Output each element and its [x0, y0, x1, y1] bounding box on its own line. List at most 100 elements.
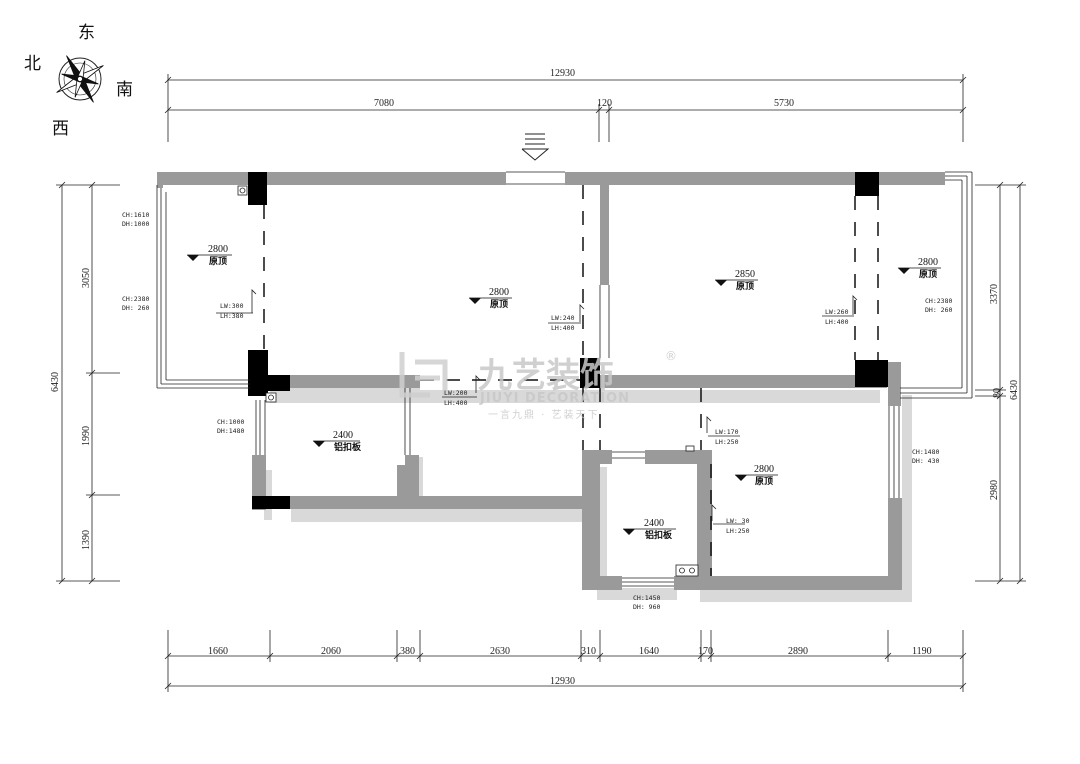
left-dimension-3: 1390 [81, 530, 92, 550]
bottom-total-dimension: 12930 [550, 676, 575, 687]
column [248, 350, 268, 396]
bathroom-wall-left [582, 450, 600, 590]
ceiling-height: 2850 [735, 269, 755, 280]
bottom-dimension-9: 1190 [912, 646, 932, 657]
compass-east-label: 东 [78, 23, 95, 43]
window-dh: DH: 430 [912, 457, 939, 465]
right-dimension-1: 3370 [989, 284, 1000, 304]
beam-arrow-icons [216, 289, 858, 525]
ceiling-marker: 2400 铝扣板 [313, 430, 362, 453]
beam-lw: LW:240 [551, 314, 575, 322]
watermark-brand: 九艺装饰 [478, 356, 614, 396]
window-ch: CH:2380 [122, 295, 149, 303]
ceiling-type: 原顶 [736, 281, 754, 292]
window-ch: CH:1000 [217, 418, 244, 426]
watermark-registered: ® [665, 349, 677, 363]
column [855, 172, 879, 196]
entrance-arrow-icon [521, 133, 550, 161]
window-ch: CH:1480 [912, 448, 939, 456]
ceiling-marker: 2850 原顶 [715, 269, 758, 292]
beam-lw: LW:300 [220, 302, 244, 310]
beam-lh: LH:380 [220, 312, 244, 320]
window-dh: DH: 260 [925, 306, 952, 314]
window-note: CH:2380 DH: 260 [925, 297, 952, 314]
beam-note: LW:170 LH:250 [715, 428, 739, 446]
ceiling-height: 2800 [208, 244, 228, 255]
top-dimensions [164, 74, 967, 142]
mid-wall-left [250, 375, 420, 388]
partition-wall [600, 185, 609, 285]
beam-note: LW:240 LH:400 [551, 314, 575, 332]
ceiling-marker: 2800 原顶 [898, 257, 941, 280]
column [248, 172, 267, 205]
bathroom-wall-top [645, 450, 710, 464]
watermark-logo-icon [399, 352, 448, 398]
column [580, 358, 600, 388]
window-ch: CH:1450 [633, 594, 660, 602]
bottom-dimension-8: 2890 [788, 646, 808, 657]
columns [248, 172, 888, 509]
window-note: CH:2380 DH: 260 [122, 295, 149, 312]
walls [157, 172, 945, 590]
beam-lw: LW:260 [825, 308, 849, 316]
right-dimension-3: 2980 [989, 480, 1000, 500]
compass-inner-ring [63, 62, 97, 96]
left-total-dimension: 6430 [50, 372, 61, 392]
ceiling-height: 2800 [918, 257, 938, 268]
bottom-dimension-5: 310 [581, 646, 596, 657]
ceiling-type: 原顶 [209, 256, 227, 267]
beam-lw: LW: 30 [726, 517, 750, 525]
left-dimension-1: 3050 [81, 268, 92, 288]
top-total-dimension: 12930 [550, 68, 575, 79]
watermark-slogan: 一言九鼎 · 艺装天下 [488, 408, 600, 421]
beam-lw: LW:170 [715, 428, 739, 436]
bottom-dimension-6: 1640 [639, 646, 659, 657]
top-dimension-2: 120 [597, 98, 612, 109]
ceiling-marker: 2800 原顶 [469, 287, 512, 310]
beam-note: LW:200 LH:400 [444, 389, 468, 407]
north-wall-left [157, 172, 506, 185]
left-dimension-2: 1990 [81, 426, 92, 446]
watermark-english: JIUYI DECORATION [479, 391, 630, 406]
mid-wall-right [582, 375, 887, 388]
window-note: CH:1450 DH: 960 [633, 594, 660, 611]
compass: 东 北 南 西 [24, 23, 133, 139]
window-dh: DH:1480 [217, 427, 244, 435]
ceiling-marker: 2800 原顶 [735, 464, 778, 487]
bottom-dimension-7: 170 [698, 646, 713, 657]
ceiling-marker: 2800 原顶 [187, 244, 232, 267]
ceiling-type: 铝扣板 [645, 529, 673, 541]
right-dimensions [975, 181, 1026, 585]
ceiling-height: 2400 [333, 430, 353, 441]
ceiling-height: 2800 [754, 464, 774, 475]
beam-note: LW:300 LH:380 [220, 302, 244, 320]
beam-note: LW: 30 LH:250 [726, 517, 750, 535]
beam-lh: LH:250 [726, 527, 750, 535]
bottom-dimension-ticks [164, 652, 967, 690]
compass-west-label: 西 [52, 119, 69, 139]
windows [156, 171, 973, 587]
north-wall-right [565, 172, 945, 185]
beam-lh: LH:400 [551, 324, 575, 332]
ceiling-type: 铝扣板 [334, 441, 362, 453]
beam-lh: LH:400 [444, 399, 468, 407]
bottom-dimension-3: 380 [400, 646, 415, 657]
right-dimension-2: 80 [992, 388, 1003, 398]
bottom-dimension-2: 2060 [321, 646, 341, 657]
compass-south-label: 南 [116, 80, 133, 100]
watermark: 九艺装饰 ® JIUYI DECORATION 一言九鼎 · 艺装天下 [399, 349, 677, 421]
window-ch: CH:1610 [122, 211, 149, 219]
ceiling-marker: 2400 铝扣板 [623, 518, 676, 541]
window-note: CH:1610 DH:1000 [122, 211, 149, 228]
window-note: CH:1480 DH: 430 [912, 448, 939, 465]
beam-lh: LH:400 [825, 318, 849, 326]
wall-fixture-icons [237, 185, 699, 577]
window-ch: CH:2380 [925, 297, 952, 305]
column [252, 496, 290, 509]
compass-ring [58, 57, 102, 101]
left-dimensions [56, 181, 120, 585]
top-dimension-1: 7080 [374, 98, 394, 109]
ceiling-height: 2800 [489, 287, 509, 298]
beam-lw: LW:200 [444, 389, 468, 397]
